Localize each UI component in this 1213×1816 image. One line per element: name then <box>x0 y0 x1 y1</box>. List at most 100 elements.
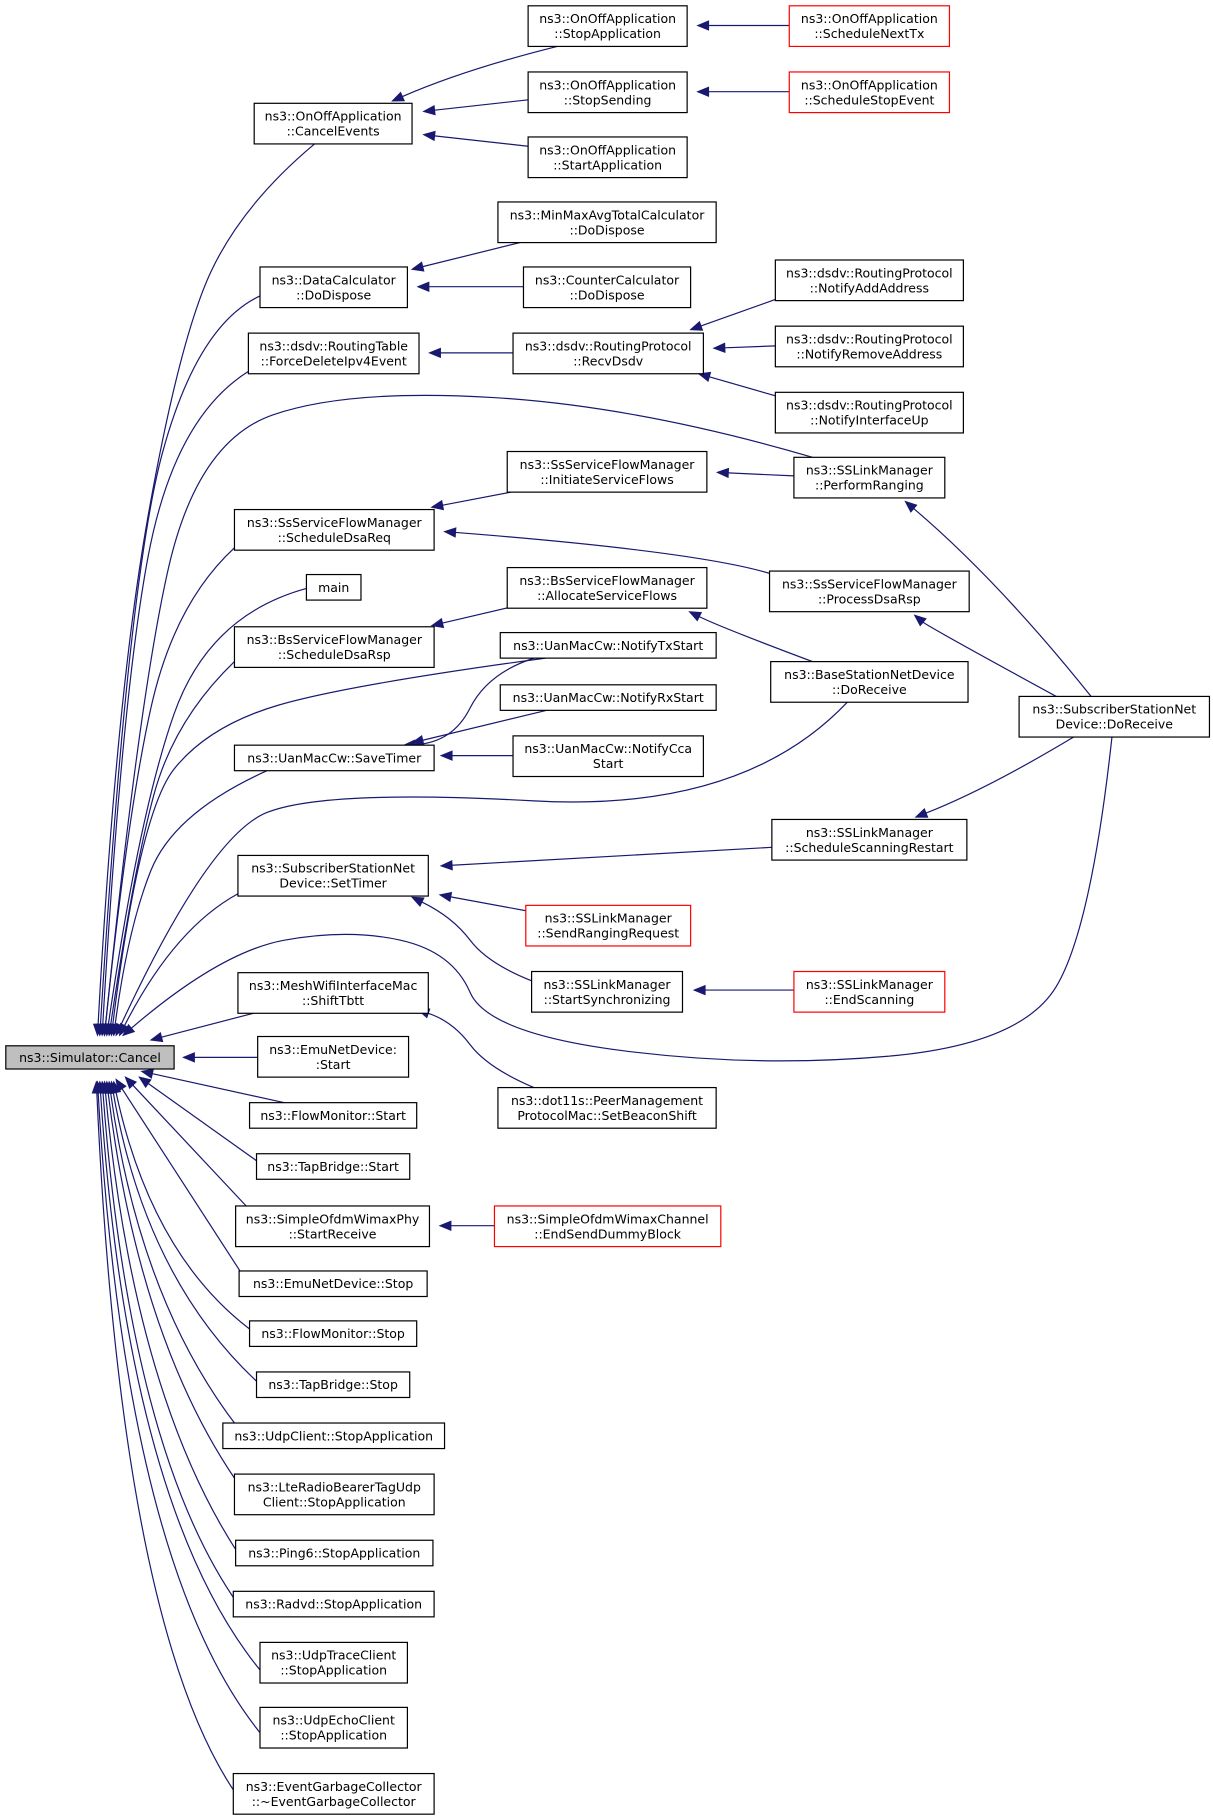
function-node-uanSaveTimer[interactable]: ns3::UanMacCw::SaveTimer <box>233 744 435 772</box>
function-node-udpTraceStop[interactable]: ns3::UdpTraceClient::StopApplication <box>259 1641 409 1684</box>
arrowhead-icon <box>91 1080 103 1094</box>
node-box <box>506 450 708 493</box>
function-node-emuStart[interactable]: ns3::EmuNetDevice::Start <box>257 1035 410 1078</box>
node-box <box>235 1539 434 1567</box>
node-label: Device::SetTimer <box>279 876 387 891</box>
node-box <box>233 744 435 772</box>
node-label: ::AllocateServiceFlows <box>537 588 677 603</box>
node-box <box>527 136 688 179</box>
function-node-uanNotifyRx[interactable]: ns3::UanMacCw::NotifyRxStart <box>499 684 717 711</box>
node-label: ns3::FlowMonitor::Start <box>260 1108 406 1123</box>
call-edge-tapStart-to-cancel <box>138 1076 257 1162</box>
node-label: ::NotifyInterfaceUp <box>810 413 928 428</box>
edge-line <box>147 1083 257 1162</box>
function-node-egcDtor[interactable]: ns3::EventGarbageCollector::~EventGarbag… <box>232 1772 435 1815</box>
function-node-main[interactable]: main <box>305 573 362 601</box>
edge-line <box>97 1092 262 1735</box>
function-node-offScheduleNextTx[interactable]: ns3::OnOffApplication::ScheduleNextTx <box>788 5 951 48</box>
node-label: ::InitiateServiceFlows <box>540 472 673 487</box>
node-label: ::EndSendDummyBlock <box>534 1226 682 1241</box>
function-node-rpNotifyRemove[interactable]: ns3::dsdv::RoutingProtocol::NotifyRemove… <box>774 325 964 368</box>
function-node-radvdStop[interactable]: ns3::Radvd::StopApplication <box>232 1590 435 1618</box>
call-edge-sslPerformRanging-to-ssfmInitiate <box>715 467 794 479</box>
arrowhead-icon <box>688 611 703 622</box>
node-label: ns3::dsdv::RoutingTable <box>259 338 408 353</box>
function-node-offStartApp[interactable]: ns3::OnOffApplication::StartApplication <box>527 136 688 179</box>
function-node-sslStartSync[interactable]: ns3::SSLinkManager::StartSynchronizing <box>531 970 684 1013</box>
node-label: ns3::SSLinkManager <box>806 825 934 840</box>
function-node-lteStop[interactable]: ns3::LteRadioBearerTagUdpClient::StopApp… <box>233 1473 435 1516</box>
function-node-bsfmScheduleDsaRsp[interactable]: ns3::BsServiceFlowManager::ScheduleDsaRs… <box>233 626 435 669</box>
function-node-fmStop[interactable]: ns3::FlowMonitor::Stop <box>248 1320 418 1348</box>
node-label: ns3::UdpClient::StopApplication <box>234 1428 433 1443</box>
function-node-offStopApp[interactable]: ns3::OnOffApplication::StopApplication <box>527 5 688 48</box>
call-edge-ssfmInitiate-to-ssfmScheduleDsaReq <box>430 491 511 511</box>
function-node-ssfmInitiate[interactable]: ns3::SsServiceFlowManager::InitiateServi… <box>506 450 708 493</box>
node-label: ::StopSending <box>564 92 652 107</box>
function-node-ssfmProcessDsaRsp[interactable]: ns3::SsServiceFlowManager::ProcessDsaRsp <box>768 570 970 613</box>
call-edge-peerSetBeacon-to-meshShiftTbtt <box>416 1008 535 1089</box>
function-node-bsndDoReceive[interactable]: ns3::BaseStationNetDevice::DoReceive <box>770 660 969 703</box>
function-node-sowpStartReceive[interactable]: ns3::SimpleOfdmWimaxPhy::StartReceive <box>235 1205 431 1248</box>
function-node-meshShiftTbtt[interactable]: ns3::MeshWifiInterfaceMac::ShiftTbtt <box>237 972 429 1014</box>
function-node-ping6Stop[interactable]: ns3::Ping6::StopApplication <box>235 1539 434 1567</box>
function-node-rpNotifyUp[interactable]: ns3::dsdv::RoutingProtocol::NotifyInterf… <box>774 391 964 434</box>
function-node-sslEndScanning[interactable]: ns3::SSLinkManager::EndScanning <box>793 970 946 1013</box>
function-node-ssndSetTimer[interactable]: ns3::SubscriberStationNetDevice::SetTime… <box>237 854 429 897</box>
node-label: ::DoDispose <box>569 222 644 237</box>
function-node-bsfmAllocate[interactable]: ns3::BsServiceFlowManager::AllocateServi… <box>506 566 708 609</box>
call-edge-counterDoDispose-to-dcDoDispose <box>416 281 524 292</box>
function-node-tapStop[interactable]: ns3::TapBridge::Stop <box>255 1371 411 1399</box>
edge-line <box>422 240 525 268</box>
function-node-offStopSending[interactable]: ns3::OnOffApplication::StopSending <box>527 71 688 114</box>
function-node-ssfmScheduleDsaReq[interactable]: ns3::SsServiceFlowManager::ScheduleDsaRe… <box>233 508 435 551</box>
node-label: ns3::SsServiceFlowManager <box>520 457 696 472</box>
call-edge-rpNotifyUp-to-rpRecvDsdv <box>697 371 776 397</box>
function-node-sslScheduleScanning[interactable]: ns3::SSLinkManager::ScheduleScanningRest… <box>771 818 968 861</box>
function-node-fmStart[interactable]: ns3::FlowMonitor::Start <box>248 1102 418 1129</box>
function-node-cancel[interactable]: ns3::Simulator::Cancel <box>5 1045 175 1070</box>
node-label: ns3::SSLinkManager <box>545 911 673 926</box>
node-label: ns3::SSLinkManager <box>806 463 934 478</box>
edge-line <box>422 708 552 741</box>
node-label: ::NotifyRemoveAddress <box>796 346 942 361</box>
function-node-counterDoDispose[interactable]: ns3::CounterCalculator::DoDispose <box>522 266 692 309</box>
node-label: ::StopApplication <box>280 1728 387 1743</box>
node-label: ::ScheduleScanningRestart <box>785 840 954 855</box>
function-node-offCancelEvents[interactable]: ns3::OnOffApplication::CancelEvents <box>253 102 413 145</box>
node-box <box>259 1641 409 1684</box>
edge-line <box>161 1011 258 1038</box>
call-edge-fmStart-to-cancel <box>140 1068 285 1104</box>
arrowhead-icon <box>914 808 929 818</box>
function-node-minmaxDoDispose[interactable]: ns3::MinMaxAvgTotalCalculator::DoDispose <box>497 201 717 244</box>
function-node-dcDoDispose[interactable]: ns3::DataCalculator::DoDispose <box>259 266 409 309</box>
arrowhead-icon <box>689 320 704 331</box>
node-label: ns3::OnOffApplication <box>539 142 676 157</box>
node-label: ::ScheduleNextTx <box>814 26 924 41</box>
node-label: ns3::SimpleOfdmWimaxPhy <box>246 1211 420 1226</box>
node-box <box>531 970 684 1013</box>
function-node-ssndDoReceive[interactable]: ns3::SubscriberStationNetDevice::DoRecei… <box>1018 695 1211 738</box>
function-node-sslSendRanging[interactable]: ns3::SSLinkManager::SendRangingRequest <box>525 904 692 947</box>
call-edge-meshShiftTbtt-to-cancel <box>149 1011 258 1043</box>
function-node-rtForceDelete[interactable]: ns3::dsdv::RoutingTable::ForceDeleteIpv4… <box>247 332 420 375</box>
function-node-udpEchoStop[interactable]: ns3::UdpEchoClient::StopApplication <box>259 1706 409 1749</box>
function-node-emuStop[interactable]: ns3::EmuNetDevice::Stop <box>238 1270 428 1298</box>
function-node-rpNotifyAdd[interactable]: ns3::dsdv::RoutingProtocol::NotifyAddAdd… <box>774 259 964 302</box>
arrowhead-icon <box>138 1076 152 1089</box>
call-edge-uanNotifyCca-to-uanSaveTimer <box>439 750 514 761</box>
function-node-sowcEndSend[interactable]: ns3::SimpleOfdmWimaxChannel::EndSendDumm… <box>493 1205 722 1248</box>
node-box <box>222 1422 446 1450</box>
function-node-peerSetBeacon[interactable]: ns3::dot11s::PeerManagementProtocolMac::… <box>497 1086 717 1129</box>
function-node-uanNotifyTx[interactable]: ns3::UanMacCw::NotifyTxStart <box>499 631 717 659</box>
function-node-udpClientStop[interactable]: ns3::UdpClient::StopApplication <box>222 1422 446 1450</box>
function-node-offScheduleStopEvent[interactable]: ns3::OnOffApplication::ScheduleStopEvent <box>788 71 951 114</box>
function-node-tapStart[interactable]: ns3::TapBridge::Start <box>255 1153 411 1180</box>
function-node-sslPerformRanging[interactable]: ns3::SSLinkManager::PerformRanging <box>793 456 946 499</box>
function-node-rpRecvDsdv[interactable]: ns3::dsdv::RoutingProtocol::RecvDsdv <box>512 332 704 375</box>
call-edge-bsndDoReceive-to-cancel <box>115 701 848 1037</box>
call-edge-emuStart-to-cancel <box>182 1052 258 1063</box>
call-edge-offStartApp-to-offCancelEvents <box>422 130 529 147</box>
